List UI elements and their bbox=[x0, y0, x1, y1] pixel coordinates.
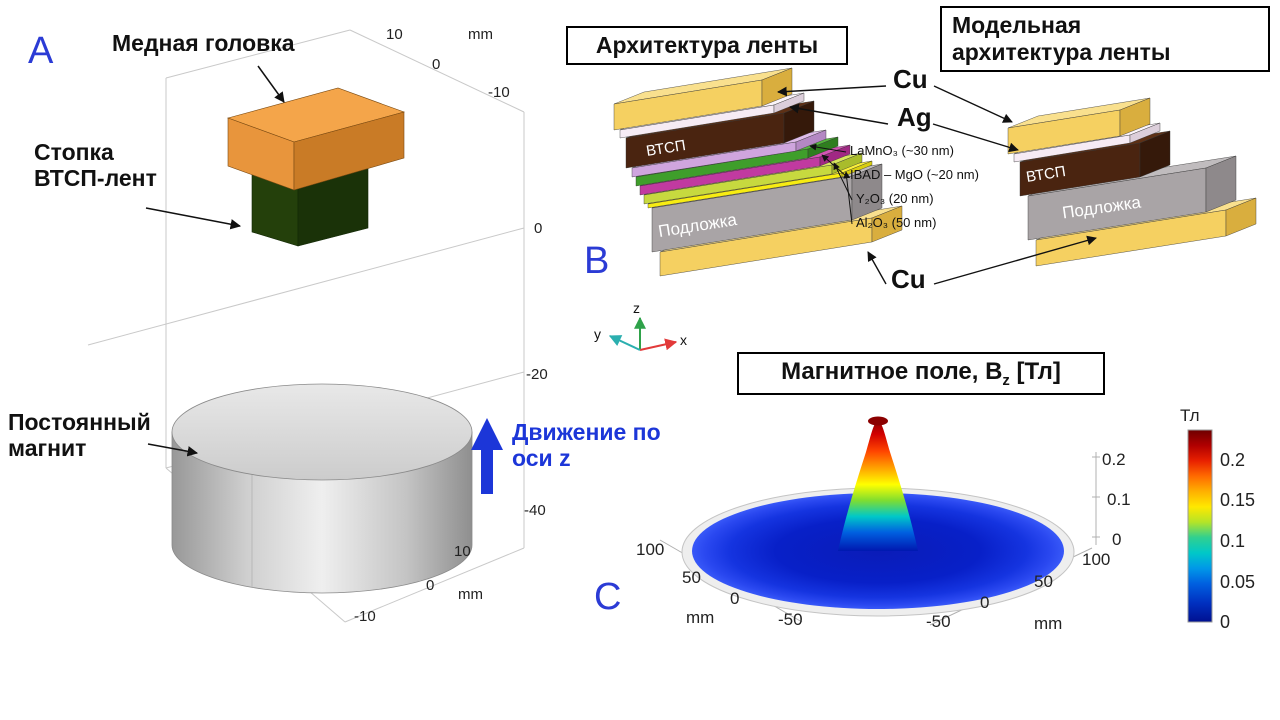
ibad-mgo-label: IBAD – MgO (~20 nm) bbox=[850, 167, 979, 182]
cu-top-label: Cu bbox=[893, 64, 928, 94]
model-architecture-title: Модельная архитектура ленты bbox=[940, 6, 1270, 72]
tape-architecture-3d bbox=[613, 67, 903, 277]
panel-b-thin-layer-arrows bbox=[809, 143, 853, 225]
c-axis-tick: -50 bbox=[778, 610, 803, 629]
colorbar-tick: 0.15 bbox=[1220, 490, 1256, 510]
axis-x-label: x bbox=[680, 332, 687, 348]
a-axis-tick: 0 bbox=[426, 577, 435, 594]
colorbar-tick: 0.2 bbox=[1220, 450, 1246, 470]
colorbar-unit: Тл bbox=[1180, 406, 1200, 425]
c-axis-tick: 100 bbox=[1082, 550, 1111, 569]
bz-plot-title: Магнитное поле, Bz [Тл] bbox=[737, 352, 1105, 395]
cu-bottom-label: Cu bbox=[891, 264, 926, 294]
c-axis-tick: 50 bbox=[682, 568, 701, 587]
lamno3-label: LaMnO₃ (~30 nm) bbox=[850, 143, 954, 158]
permanent-magnet-3d bbox=[171, 383, 473, 594]
a-axis-tick: -40 bbox=[524, 502, 546, 519]
hts-stack-label: Стопка ВТСП-лент bbox=[34, 139, 157, 191]
panel-a-arrows bbox=[145, 65, 285, 457]
z-motion-arrow bbox=[471, 418, 503, 494]
a-axis-unit: mm bbox=[468, 26, 493, 43]
ag-label: Ag bbox=[897, 102, 932, 132]
bz-peak bbox=[838, 421, 918, 551]
model-architecture-title-line2: архитектура ленты bbox=[952, 39, 1171, 65]
panel-a-letter: A bbox=[28, 30, 54, 72]
c-axis-tick: 0 bbox=[730, 589, 740, 608]
c-axis-tick: -50 bbox=[926, 612, 951, 631]
al2o3-label: Al₂O₃ (50 nm) bbox=[856, 215, 937, 230]
a-axis-tick: 10 bbox=[454, 543, 471, 560]
model-architecture-title-line1: Модельная bbox=[952, 12, 1082, 38]
axis-y-label: y bbox=[594, 326, 601, 342]
bz-title-subscript: z bbox=[1002, 372, 1010, 389]
a-axis-tick: -10 bbox=[488, 84, 510, 101]
a-axis-tick: 0 bbox=[534, 220, 543, 237]
motion-label: Движение по оси z bbox=[512, 419, 661, 471]
model-tape-3d bbox=[1007, 97, 1257, 267]
magnet-label: Постоянный магнит bbox=[8, 409, 151, 461]
colorbar-tick: 0.05 bbox=[1220, 572, 1256, 592]
panel-b-letter: B bbox=[584, 240, 610, 282]
colorbar-tick: 0 bbox=[1220, 612, 1231, 632]
copper-head-label: Медная головка bbox=[112, 30, 295, 56]
c-z-tick: 0 bbox=[1112, 530, 1122, 549]
colorbar bbox=[1187, 429, 1213, 623]
axis-z-label: z bbox=[633, 300, 640, 316]
c-axis-unit: mm bbox=[1034, 614, 1063, 633]
tape-architecture-title: Архитектура ленты bbox=[566, 26, 848, 65]
panel-c-letter: C bbox=[594, 576, 622, 618]
bz-title-suffix: [Тл] bbox=[1009, 358, 1061, 385]
a-axis-tick: 10 bbox=[386, 26, 403, 43]
coordinate-axes-icon bbox=[608, 316, 678, 351]
a-axis-tick: -10 bbox=[354, 608, 376, 625]
c-axis-tick: 0 bbox=[980, 593, 990, 612]
c-axis-tick: 50 bbox=[1034, 572, 1053, 591]
a-axis-tick: 0 bbox=[432, 56, 441, 73]
bz-surface-plot bbox=[681, 416, 1075, 617]
panel-b-arrows bbox=[777, 85, 1097, 285]
c-axis-unit: mm bbox=[686, 608, 715, 627]
c-axis-tick: 100 bbox=[636, 540, 665, 559]
c-z-tick: 0.1 bbox=[1107, 490, 1131, 509]
bz-title-prefix: Магнитное поле, B bbox=[781, 358, 1003, 385]
a-axis-tick: -20 bbox=[526, 366, 548, 383]
y2o3-label: Y₂O₃ (20 nm) bbox=[856, 191, 934, 206]
a-axis-unit: mm bbox=[458, 586, 483, 603]
c-z-tick: 0.2 bbox=[1102, 450, 1126, 469]
colorbar-tick: 0.1 bbox=[1220, 531, 1246, 551]
copper-head-3d bbox=[227, 87, 405, 191]
